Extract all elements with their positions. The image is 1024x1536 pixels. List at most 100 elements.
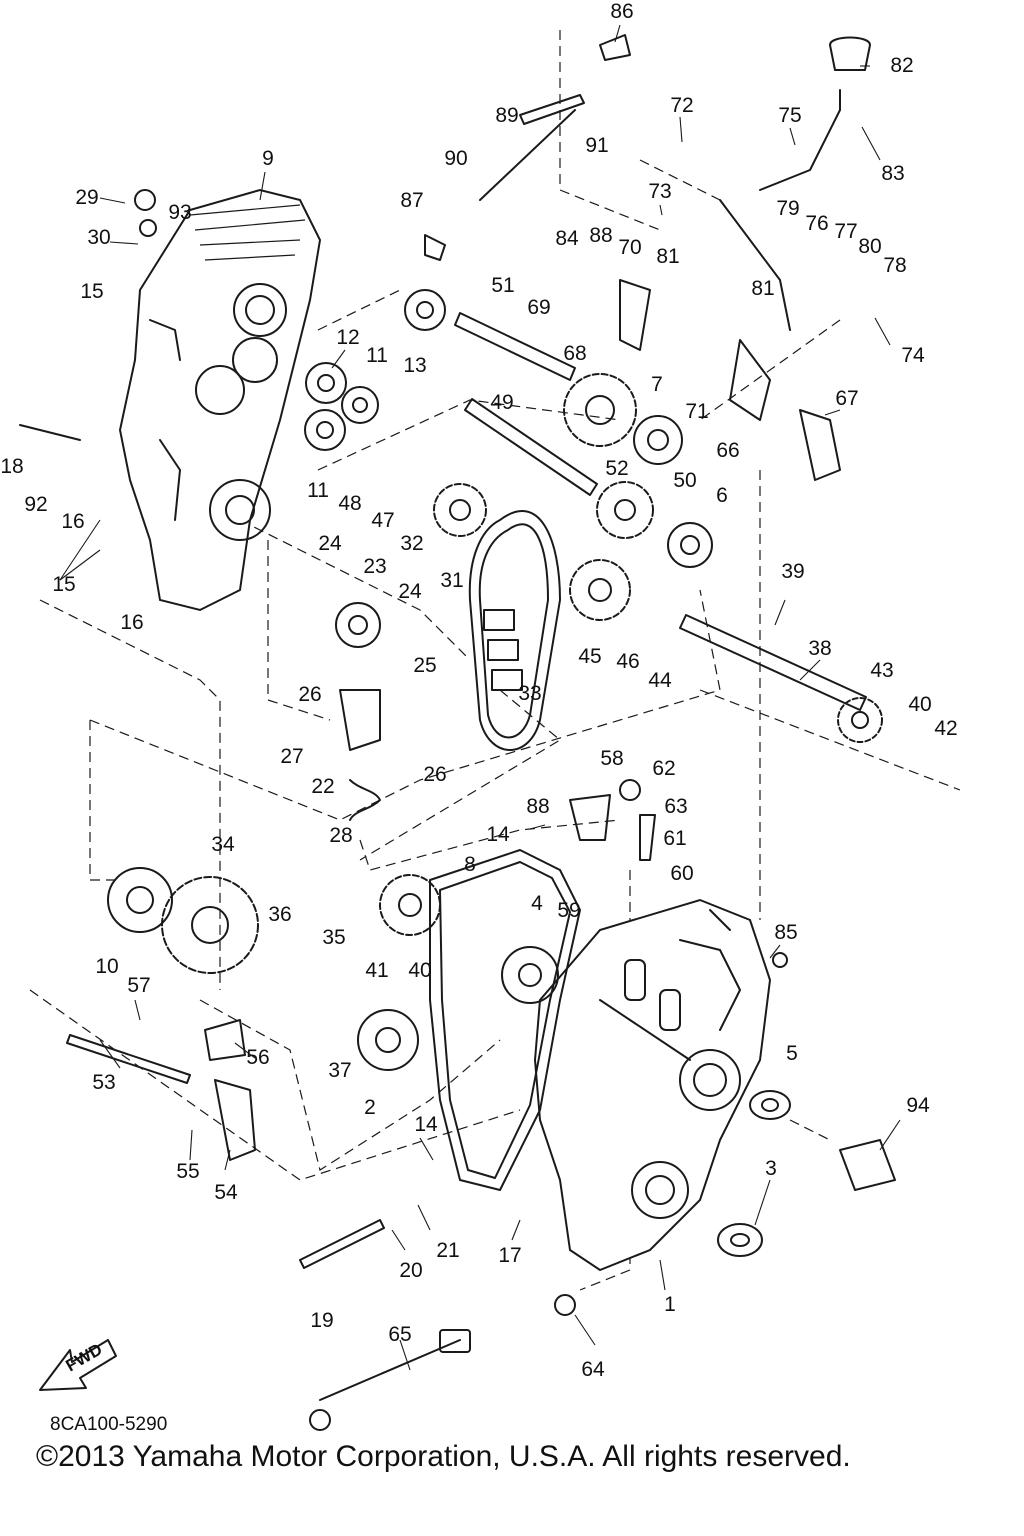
shafts (19, 94, 867, 1269)
leader-lines (59, 24, 901, 1371)
callout-33: 33 (518, 682, 541, 705)
callout-7: 7 (651, 373, 663, 396)
callout-59: 59 (557, 899, 580, 922)
callout-6: 6 (716, 484, 728, 507)
copyright-notice: ©2013 Yamaha Motor Corporation, U.S.A. A… (36, 1440, 851, 1473)
callout-92: 92 (24, 493, 47, 516)
callout-25: 25 (413, 654, 436, 677)
callout-56: 56 (246, 1046, 269, 1069)
callout-75: 75 (778, 104, 801, 127)
callout-80: 80 (858, 235, 881, 258)
callout-44: 44 (648, 669, 672, 692)
callout-23: 23 (363, 555, 386, 578)
callout-16-b: 16 (120, 611, 143, 634)
callout-72: 72 (670, 94, 693, 117)
case-gasket (429, 849, 581, 1191)
drive-chain (468, 510, 561, 751)
callout-26-b: 26 (423, 763, 446, 786)
callout-54: 54 (214, 1181, 238, 1204)
callout-88-a: 88 (589, 224, 612, 247)
callout-15-b: 15 (52, 573, 75, 596)
callout-79: 79 (776, 197, 799, 220)
callout-20: 20 (399, 1259, 422, 1282)
callout-18: 18 (0, 455, 23, 478)
callout-53: 53 (92, 1071, 115, 1094)
callout-39: 39 (781, 560, 804, 583)
callout-65: 65 (388, 1323, 411, 1346)
callout-87: 87 (400, 189, 423, 212)
callout-4: 4 (531, 892, 543, 915)
callout-14-b: 14 (414, 1113, 438, 1136)
callout-51: 51 (491, 274, 514, 297)
callout-57: 57 (127, 974, 150, 997)
callout-11-b: 11 (307, 479, 329, 502)
callout-49: 49 (490, 391, 513, 414)
callout-40-a: 40 (908, 693, 931, 716)
callout-93: 93 (168, 201, 191, 224)
callout-24-a: 24 (318, 532, 342, 555)
callout-83: 83 (881, 162, 904, 185)
callout-12: 12 (336, 326, 359, 349)
callout-60: 60 (670, 862, 693, 885)
callout-62: 62 (652, 757, 675, 780)
callout-86: 86 (610, 0, 633, 23)
callout-3: 3 (765, 1157, 777, 1180)
callout-11-a: 11 (366, 344, 388, 367)
callout-10: 10 (95, 955, 118, 978)
callout-27: 27 (280, 745, 303, 768)
callout-46: 46 (616, 650, 639, 673)
callout-40-b: 40 (408, 959, 431, 982)
gears (161, 373, 883, 974)
callout-67: 67 (835, 387, 858, 410)
callout-15-a: 15 (80, 280, 103, 303)
alignment-lines (29, 30, 961, 1291)
callout-50: 50 (673, 469, 696, 492)
callout-17: 17 (498, 1244, 521, 1267)
fwd-arrow-icon: FWD (39, 1339, 117, 1391)
callout-labels: 86 82 89 72 75 9 90 91 83 29 93 87 73 79… (0, 0, 957, 1381)
callout-45: 45 (578, 645, 601, 668)
fwd-label: FWD (63, 1340, 106, 1376)
drawing-code: 8CA100-5290 (50, 1414, 167, 1435)
callout-48: 48 (338, 492, 361, 515)
callout-8: 8 (464, 853, 476, 876)
callout-85: 85 (774, 921, 797, 944)
callout-71: 71 (685, 400, 708, 423)
callout-94: 94 (906, 1094, 930, 1117)
callout-70: 70 (618, 236, 641, 259)
callout-21: 21 (436, 1239, 459, 1262)
callout-91: 91 (585, 134, 608, 157)
callout-43: 43 (870, 659, 893, 682)
callout-41: 41 (365, 959, 388, 982)
callout-1: 1 (664, 1293, 676, 1316)
callout-30: 30 (87, 226, 110, 249)
callout-31: 31 (440, 569, 463, 592)
callout-73: 73 (648, 180, 671, 203)
callout-35: 35 (322, 926, 345, 949)
callout-47: 47 (371, 509, 394, 532)
callout-9: 9 (262, 147, 274, 170)
callout-90: 90 (444, 147, 467, 170)
callout-37: 37 (328, 1059, 351, 1082)
callout-26-a: 26 (298, 683, 321, 706)
callout-14-a: 14 (486, 823, 510, 846)
callout-78: 78 (883, 254, 906, 277)
callout-13: 13 (403, 354, 426, 377)
callout-81-b: 81 (751, 277, 774, 300)
callout-5: 5 (786, 1042, 798, 1065)
callout-84: 84 (555, 227, 579, 250)
callout-68: 68 (563, 342, 586, 365)
right-case-half (533, 898, 772, 1272)
callout-55: 55 (176, 1160, 199, 1183)
callout-88-b: 88 (526, 795, 549, 818)
callout-16-a: 16 (61, 510, 84, 533)
callout-58: 58 (600, 747, 623, 770)
callout-82: 82 (890, 54, 913, 77)
callout-81-a: 81 (656, 245, 679, 268)
callout-36: 36 (268, 903, 291, 926)
callout-32: 32 (400, 532, 423, 555)
callout-89: 89 (495, 104, 518, 127)
callout-66: 66 (716, 439, 739, 462)
bearings (107, 289, 791, 1257)
